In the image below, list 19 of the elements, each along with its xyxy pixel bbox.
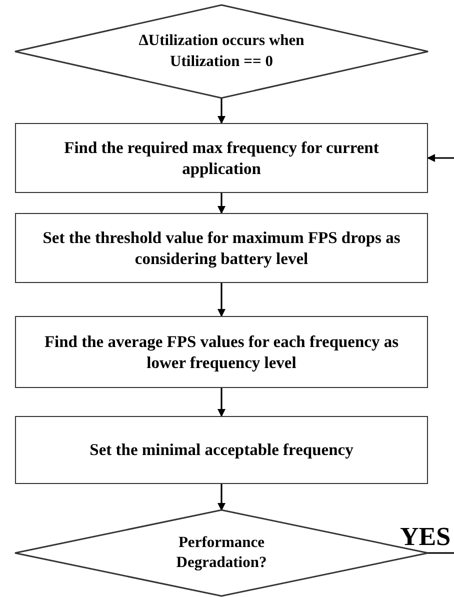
step-text: Find the average FPS values for each frequency as lower frequency level: [43, 330, 400, 374]
decision-text: ΔUtilization occurs when Utilization == 0: [138, 31, 306, 72]
connector-line: [428, 552, 454, 554]
arrow: [427, 154, 454, 162]
arrow: [218, 484, 226, 511]
decision-diamond: [15, 5, 428, 98]
step-text: Set the minimal acceptable frequency: [90, 439, 354, 461]
step-text: Find the required max frequency for current application: [63, 136, 380, 180]
arrow: [218, 193, 226, 214]
arrow: [218, 388, 226, 417]
process-box: [15, 123, 428, 193]
arrow: [218, 98, 226, 124]
process-box: [15, 213, 428, 283]
step-text: Set the threshold value for maximum FPS drops as considering battery level: [42, 226, 402, 270]
process-box: [15, 316, 428, 388]
edge-label: YES: [400, 524, 451, 550]
process-box: [15, 416, 428, 484]
arrow: [218, 283, 226, 317]
decision-text: Performance Degradation?: [175, 532, 268, 573]
